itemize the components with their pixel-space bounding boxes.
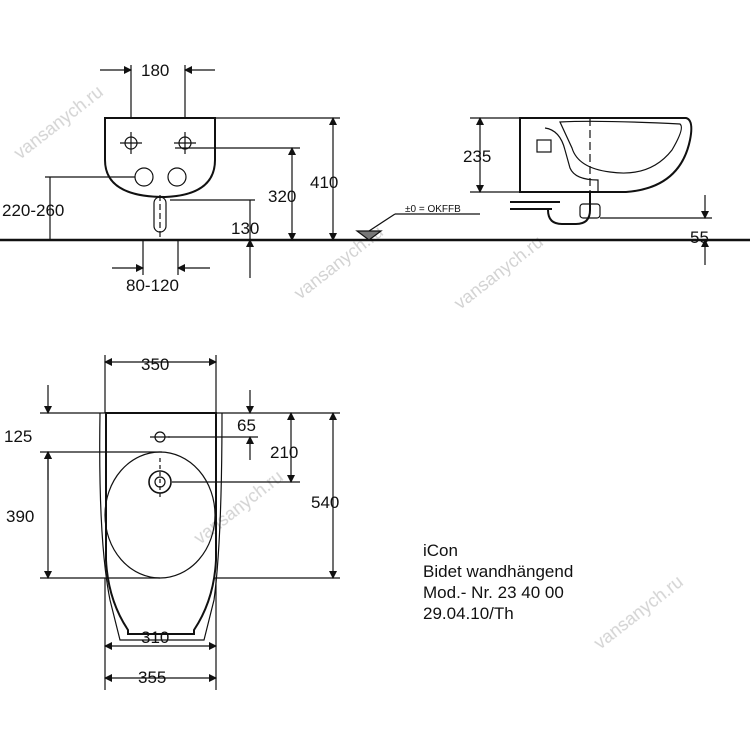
watermark-text: vansanych.ru: [10, 81, 107, 163]
dim-top-total-depth: 540: [311, 493, 339, 512]
dim-front-height-total: 410: [310, 173, 338, 192]
dim-front-height-low: 130: [231, 219, 259, 238]
product-type: Bidet wandhängend: [423, 562, 574, 581]
front-body-outline: [104, 117, 216, 199]
dim-front-height-left: 220-260: [2, 201, 64, 220]
side-view: [470, 117, 712, 265]
side-bowl-inner: [559, 120, 682, 174]
front-fixing-right: [167, 167, 187, 187]
dim-top-width: 350: [141, 355, 169, 374]
side-siphon: [547, 192, 591, 225]
dim-top-bowl-width: 310: [141, 628, 169, 647]
dim-top-hole-right: 65: [237, 416, 256, 435]
dim-front-bottom-width: 80-120: [126, 276, 179, 295]
product-info: iCon Bidet wandhängend Mod.- Nr. 23 40 0…: [423, 540, 573, 624]
dim-side-height: 235: [463, 147, 491, 166]
front-fixing-left: [134, 167, 154, 187]
dim-front-top-width: 180: [141, 61, 169, 80]
watermark: vansanych.ru vansanych.ru vansanych.ru v…: [10, 81, 687, 653]
dim-front-height-inner: 320: [268, 187, 296, 206]
side-valve: [536, 139, 552, 153]
product-name: iCon: [423, 541, 458, 560]
product-model-number: Mod.- Nr. 23 40 00: [423, 583, 564, 602]
side-body-outline: [519, 117, 693, 193]
top-body-outline: [105, 412, 217, 635]
dim-top-bowl-left: 390: [6, 507, 34, 526]
watermark-text: vansanych.ru: [590, 571, 687, 653]
drawing-date: 29.04.10/Th: [423, 604, 514, 623]
front-view: [45, 65, 340, 278]
dim-top-bottom-width: 355: [138, 668, 166, 687]
top-view: [40, 355, 340, 690]
top-body-inner: [99, 412, 223, 641]
dim-side-floor: 55: [690, 228, 709, 247]
floor-reference-label: ±0 = OKFFB: [405, 204, 461, 215]
floor-marker: [355, 213, 480, 241]
watermark-text: vansanych.ru: [450, 231, 547, 313]
dim-top-center-right: 210: [270, 443, 298, 462]
dim-top-offset-left: 125: [4, 427, 32, 446]
side-inner-pipe: [544, 127, 599, 192]
